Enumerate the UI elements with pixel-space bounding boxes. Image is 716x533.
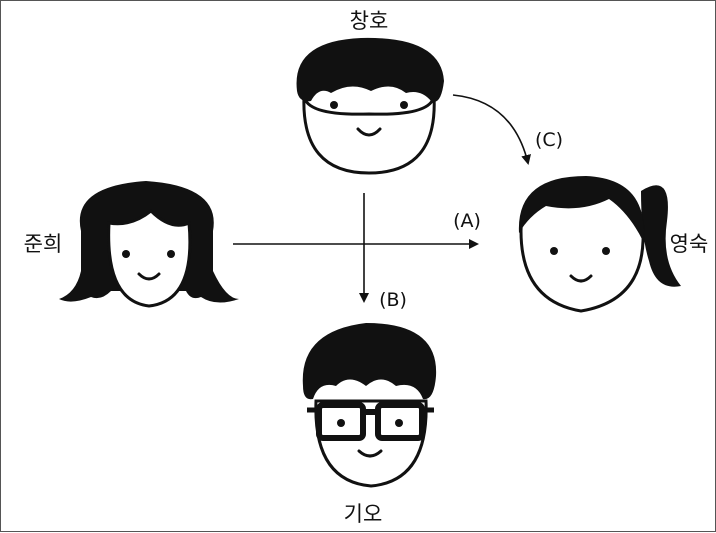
person-label-youngsuk: 영숙 [670, 232, 709, 256]
junhee-face-icon [59, 181, 239, 308]
changho-face-icon [296, 37, 444, 175]
glasses-icon [307, 402, 434, 441]
arrow-label-b: (B) [379, 289, 407, 311]
person-label-junhee: 준희 [24, 232, 63, 256]
arrow-label-a: (A) [453, 210, 481, 232]
arrow-label-c: (C) [535, 129, 563, 151]
youngsuk-face-icon [518, 176, 681, 313]
person-label-kiho: 기오 [344, 502, 383, 526]
arrow-c [452, 94, 531, 165]
person-label-changho: 창호 [350, 9, 389, 33]
kiho-face-icon [302, 323, 437, 488]
